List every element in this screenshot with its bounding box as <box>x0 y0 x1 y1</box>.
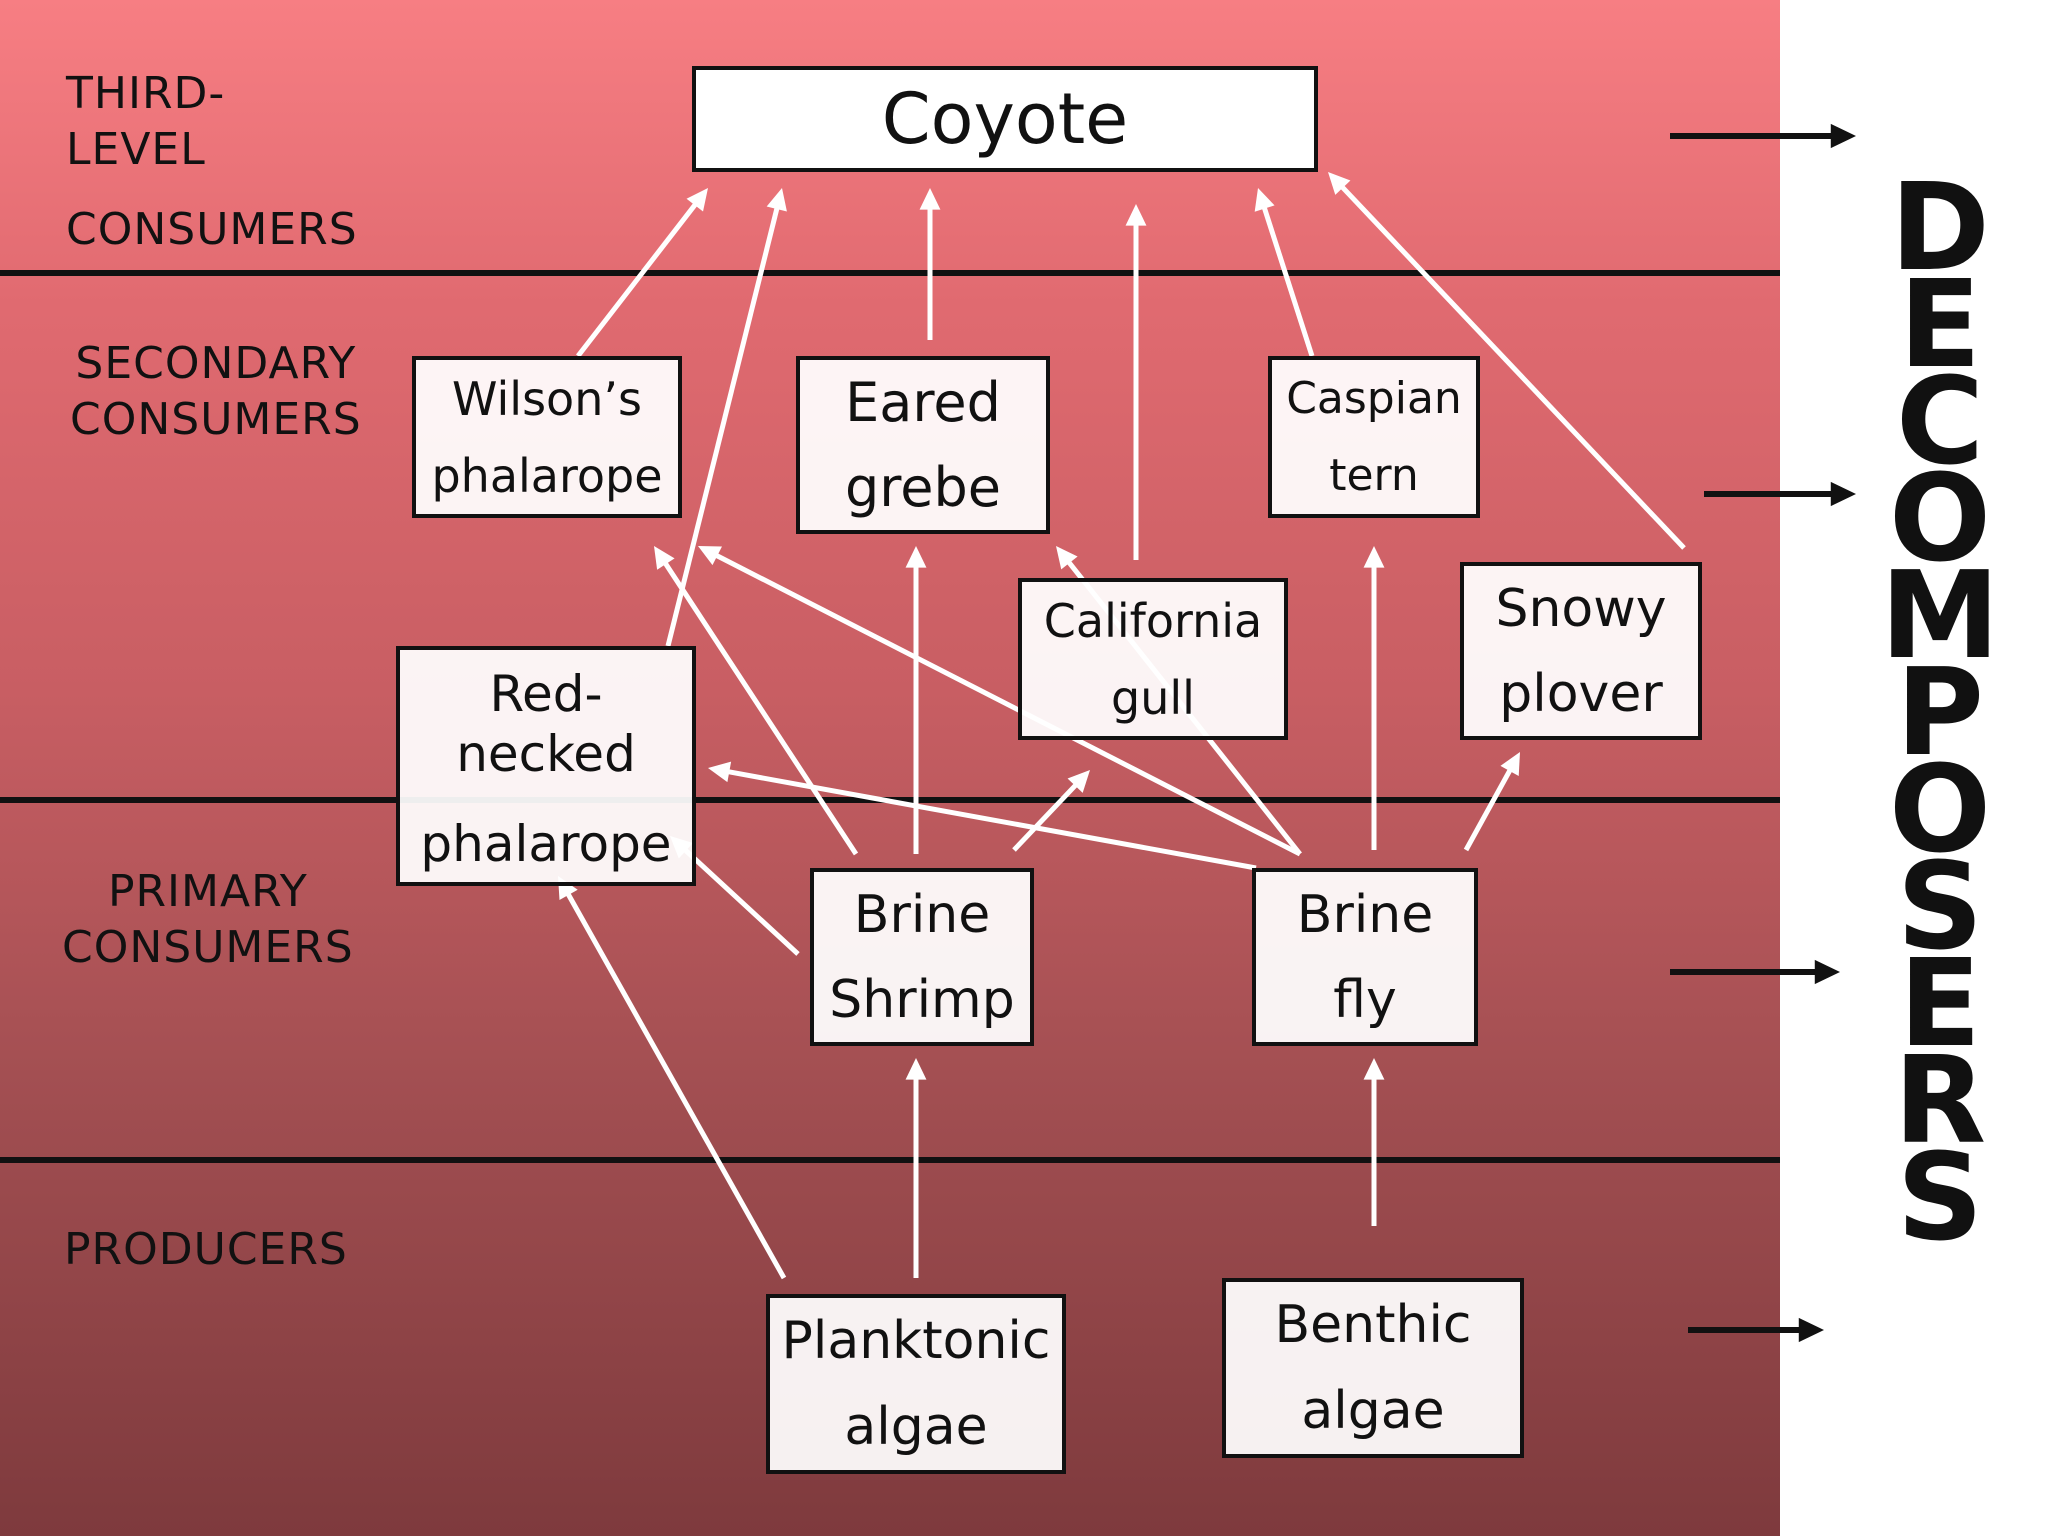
arrowhead <box>1056 546 1078 570</box>
level-label-line: PRIMARY <box>107 866 308 917</box>
arrowhead <box>766 188 787 212</box>
arrowhead <box>1125 204 1147 226</box>
decomposers-letter: P <box>1896 644 1984 783</box>
energy-flow-arrow <box>713 552 1302 857</box>
node-label: fly <box>1333 969 1397 1030</box>
decomposers-letter: O <box>1888 450 1991 589</box>
energy-flow-arrow <box>662 560 859 856</box>
node-label: Snowy <box>1495 578 1667 639</box>
node-label: California <box>1043 593 1263 648</box>
node-planktonic-algae: Planktonic algae <box>766 1294 1066 1474</box>
energy-flow-arrow <box>682 847 800 956</box>
energy-flow-arrow <box>1012 782 1079 852</box>
arrowhead <box>1830 481 1856 507</box>
node-label: Shrimp <box>829 969 1015 1030</box>
node-label: algae <box>1301 1381 1445 1441</box>
energy-flow-arrow <box>1339 184 1686 550</box>
node-label: Brine <box>853 884 991 945</box>
level-label-line: CONSUMERS <box>66 204 358 255</box>
arrowhead <box>654 546 675 570</box>
node-coyote: Coyote <box>692 66 1318 172</box>
decomposers-letter: S <box>1896 1129 1984 1268</box>
node-california-gull: California gull <box>1018 578 1288 740</box>
node-snowy-plover: Snowy plover <box>1460 562 1702 740</box>
arrowhead <box>686 188 708 212</box>
decomposers-letter: E <box>1899 256 1981 395</box>
band-divider <box>0 1157 1780 1163</box>
producers-label: PRODUCERS <box>64 1224 348 1275</box>
level-label-line: SECONDARY <box>75 338 357 389</box>
arrowhead <box>1500 752 1520 776</box>
node-brine-shrimp: Brine Shrimp <box>810 868 1034 1046</box>
node-label: algae <box>844 1397 988 1457</box>
arrowhead <box>905 1058 927 1080</box>
node-label: plover <box>1499 663 1663 724</box>
node-red-necked-phalarope: Red- necked phalarope <box>396 646 696 886</box>
third-level-consumers-label: THIRD- LEVEL CONSUMERS <box>66 66 358 258</box>
energy-flow-arrow <box>1463 767 1513 852</box>
arrowhead <box>1363 546 1385 568</box>
node-brine-fly: Brine fly <box>1252 868 1478 1046</box>
node-label: phalarope <box>431 448 663 503</box>
decomposers-letter: E <box>1899 935 1981 1074</box>
decomposers-letter: C <box>1895 353 1985 492</box>
level-label-line: CONSUMERS <box>62 922 354 973</box>
node-eared-grebe: Eared grebe <box>796 356 1050 534</box>
node-wilsons-phalarope: Wilson’s phalarope <box>412 356 682 518</box>
decomposers-letter: M <box>1880 547 2000 686</box>
decomposers-letter: R <box>1893 1032 1987 1171</box>
energy-flow-arrow <box>565 891 787 1280</box>
node-label: necked <box>456 725 636 783</box>
arrowhead <box>1830 123 1856 149</box>
energy-flow-arrow <box>1261 205 1315 357</box>
level-label-line: THIRD- <box>66 68 226 119</box>
arrowhead <box>1363 1058 1385 1080</box>
arrowhead <box>905 546 927 568</box>
node-label: grebe <box>844 456 1001 519</box>
arrowhead <box>708 761 732 783</box>
node-label: Caspian <box>1286 373 1462 424</box>
arrowhead <box>919 188 941 210</box>
arrowhead <box>1067 770 1090 793</box>
node-label: Red- <box>489 665 603 723</box>
energy-flow-arrow <box>576 201 699 358</box>
energy-flow-arrow <box>726 768 1257 871</box>
energy-flow-arrow <box>665 206 780 647</box>
arrowhead <box>1254 188 1275 212</box>
node-label: Eared <box>845 371 1001 434</box>
secondary-consumers-label: SECONDARY CONSUMERS <box>70 336 362 448</box>
level-label-line: CONSUMERS <box>70 394 362 445</box>
node-label: Wilson’s <box>452 371 642 426</box>
arrowhead <box>1798 1317 1824 1343</box>
arrowhead <box>1328 172 1351 195</box>
decomposers-letter: O <box>1888 741 1991 880</box>
level-label-line: LEVEL <box>66 124 206 175</box>
primary-consumers-label: PRIMARY CONSUMERS <box>62 864 354 976</box>
node-label: Coyote <box>881 78 1129 160</box>
arrowhead <box>698 546 722 566</box>
node-label: Benthic <box>1274 1295 1472 1355</box>
node-label: phalarope <box>420 815 672 873</box>
node-benthic-algae: Benthic algae <box>1222 1278 1524 1458</box>
node-label: Brine <box>1296 884 1434 945</box>
decomposers-letter: S <box>1896 838 1984 977</box>
node-label: Planktonic <box>781 1311 1051 1371</box>
node-label: tern <box>1329 450 1419 501</box>
node-label: gull <box>1111 670 1195 725</box>
node-caspian-tern: Caspian tern <box>1268 356 1480 518</box>
arrowhead <box>1814 959 1840 985</box>
decomposers-letter: D <box>1890 159 1990 298</box>
band-divider <box>0 270 1780 276</box>
